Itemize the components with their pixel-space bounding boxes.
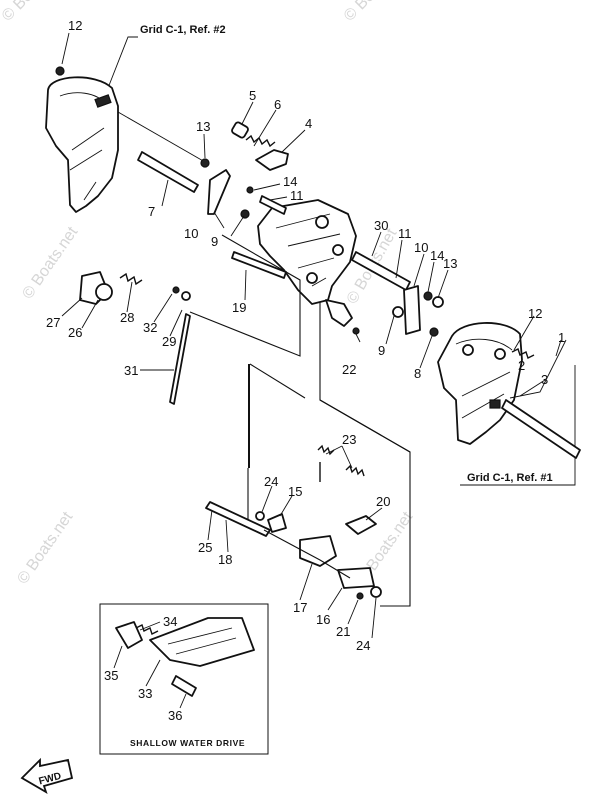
lower-lever-assembly (205, 364, 411, 607)
callout-label: 13 (443, 256, 457, 271)
callout-label: 2 (518, 358, 525, 373)
callout-label: 13 (196, 119, 210, 134)
callout-label: 1 (558, 330, 565, 345)
callout-label: 30 (374, 218, 388, 233)
callout-label: 3 (541, 372, 548, 387)
callout-label: 36 (168, 708, 182, 723)
callout-label: 24 (264, 474, 278, 489)
callout-label: 8 (414, 366, 421, 381)
callout-label: 26 (68, 325, 82, 340)
callout-label: 32 (143, 320, 157, 335)
callout-label: 12 (68, 18, 82, 33)
watermark: © Boats.net (0, 0, 71, 25)
reference-grid-c1-ref2: Grid C-1, Ref. #2 (140, 24, 226, 36)
callout-label: 10 (184, 226, 198, 241)
forward-arrow: FWD (20, 757, 74, 794)
callout-label: 14 (283, 174, 297, 189)
callout-label: 23 (342, 432, 356, 447)
callout-label: 9 (211, 234, 218, 249)
callout-label: 21 (336, 624, 350, 639)
inset-caption: SHALLOW WATER DRIVE (130, 738, 245, 748)
callout-labels: 12 5 6 13 4 14 11 7 10 9 30 11 10 14 13 … (46, 18, 565, 723)
watermark: © Boats.net (341, 0, 413, 25)
callout-label: 19 (232, 300, 246, 315)
tilt-pin-assembly (137, 121, 289, 219)
callout-label: 28 (120, 310, 134, 325)
callout-label: 35 (104, 668, 118, 683)
callout-label: 29 (162, 334, 176, 349)
callout-label: 12 (528, 306, 542, 321)
watermark: © Boats.net (14, 508, 76, 587)
callout-label: 33 (138, 686, 152, 701)
callout-label: 14 (430, 248, 444, 263)
clamp-bracket-right (437, 322, 523, 445)
callout-label: 25 (198, 540, 212, 555)
callout-label: 22 (342, 362, 356, 377)
callout-label: 9 (378, 343, 385, 358)
reference-leader (460, 365, 576, 486)
swivel-bracket (257, 199, 357, 327)
reference-leader (107, 36, 138, 89)
callout-label: 17 (293, 600, 307, 615)
callout-label: 20 (376, 494, 390, 509)
watermark: © Boats.net (19, 223, 81, 302)
clamp-bracket-left (45, 66, 206, 213)
callout-label: 5 (249, 88, 256, 103)
callout-label: 6 (274, 97, 281, 112)
callout-label: 31 (124, 363, 138, 378)
callout-leaders (61, 32, 562, 709)
callout-label: 11 (398, 226, 412, 241)
callout-label: 7 (148, 204, 155, 219)
shallow-lever-parts (79, 271, 191, 405)
callout-label: 24 (356, 638, 370, 653)
callout-label: 34 (163, 614, 177, 629)
reference-grid-c1-ref1: Grid C-1, Ref. #1 (467, 472, 553, 484)
callout-label: 10 (414, 240, 428, 255)
callout-label: 16 (316, 612, 330, 627)
shallow-water-drive-inset: SHALLOW WATER DRIVE (99, 603, 269, 755)
callout-label: 4 (305, 116, 312, 131)
callout-label: 27 (46, 315, 60, 330)
callout-label: 18 (218, 552, 232, 567)
callout-label: 11 (290, 188, 304, 203)
callout-label: 15 (288, 484, 302, 499)
